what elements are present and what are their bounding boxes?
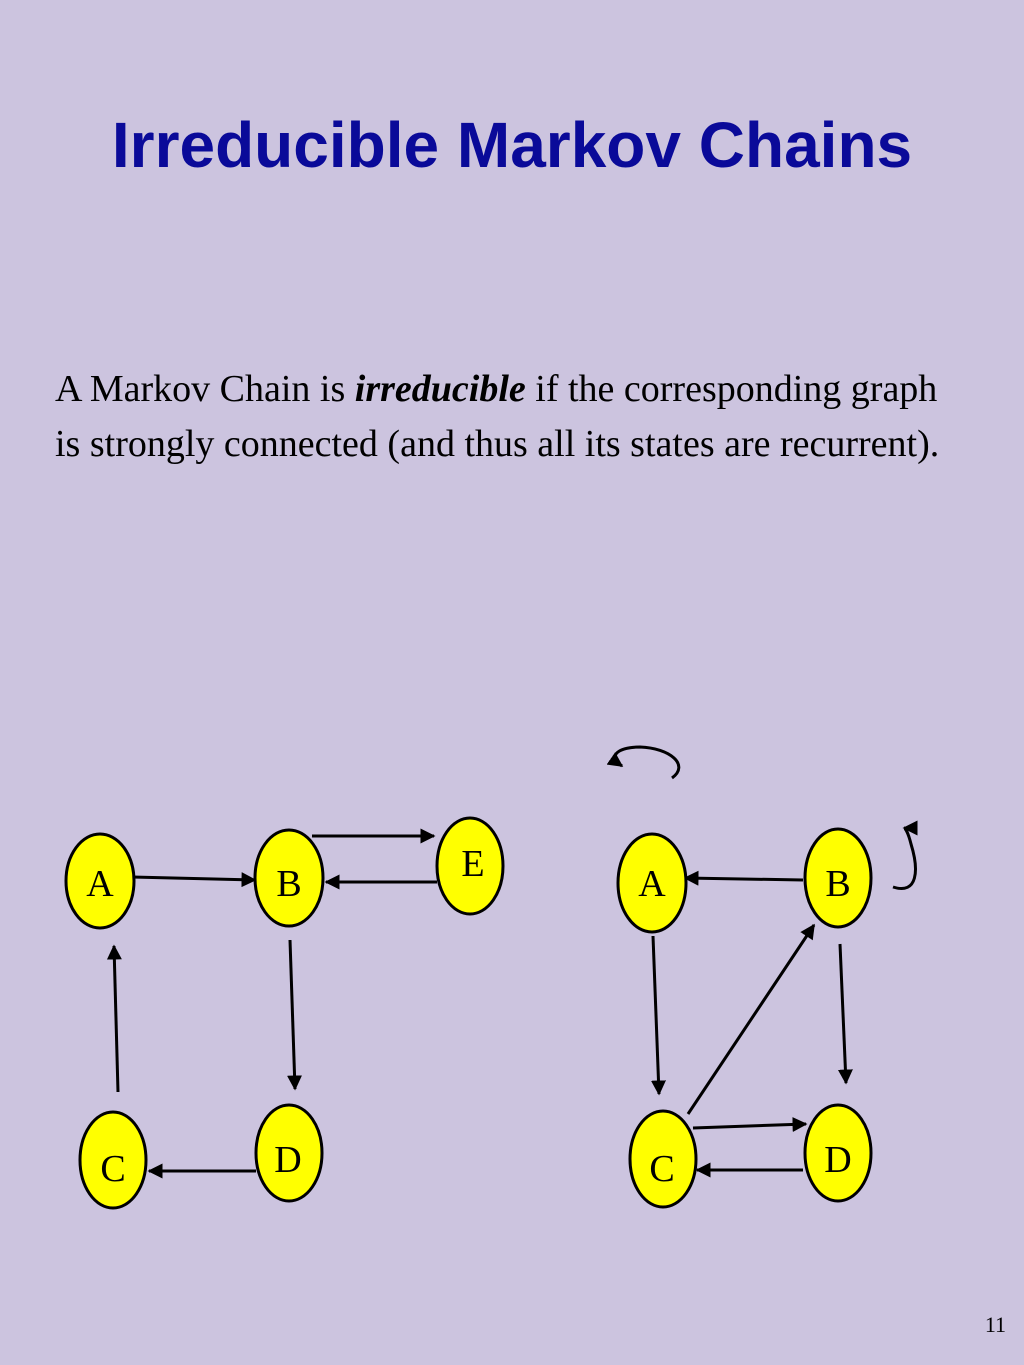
- edge-c-b: [686, 923, 816, 1115]
- irreducible-term: irreducible: [354, 368, 526, 410]
- node-d: D: [803, 1103, 873, 1203]
- node-label: C: [649, 1148, 674, 1190]
- self-loop-b: [892, 820, 918, 890]
- edge-b-d: [837, 943, 853, 1085]
- edge-a-b: [131, 872, 257, 888]
- node-label: D: [824, 1139, 851, 1181]
- self-loop-a: [606, 745, 681, 780]
- node-label: B: [276, 863, 301, 905]
- node-label: E: [461, 843, 484, 885]
- node-a: A: [64, 832, 136, 930]
- definition-text-start: A Markov Chain is: [55, 368, 355, 410]
- page-number: 11: [984, 1312, 1006, 1337]
- definition-text-end: if the corresponding graph is strongly c…: [55, 368, 940, 465]
- node-d: D: [254, 1103, 324, 1203]
- node-label: D: [274, 1139, 301, 1181]
- node-c: C: [78, 1110, 148, 1210]
- node-c: C: [628, 1109, 698, 1209]
- node-e: E: [435, 816, 505, 916]
- graph-1: A B E C D: [64, 816, 505, 1210]
- graph-2: A B C D: [606, 745, 918, 1209]
- edge-c-a: [106, 944, 122, 1093]
- edge-b-a: [683, 870, 804, 886]
- node-label: C: [100, 1148, 125, 1190]
- node-label: A: [86, 863, 114, 905]
- slide-title: Irreducible Markov Chains: [111, 109, 913, 181]
- definition-text: A Markov Chain is irreducible if the cor…: [55, 362, 955, 472]
- edge-a-c: [650, 935, 666, 1096]
- node-label: A: [638, 863, 666, 905]
- node-a: A: [616, 832, 688, 934]
- edge-c-d: [692, 1116, 808, 1132]
- node-b: B: [253, 828, 325, 928]
- node-b: B: [803, 827, 873, 929]
- node-label: B: [825, 863, 850, 905]
- edge-b-d: [287, 939, 303, 1091]
